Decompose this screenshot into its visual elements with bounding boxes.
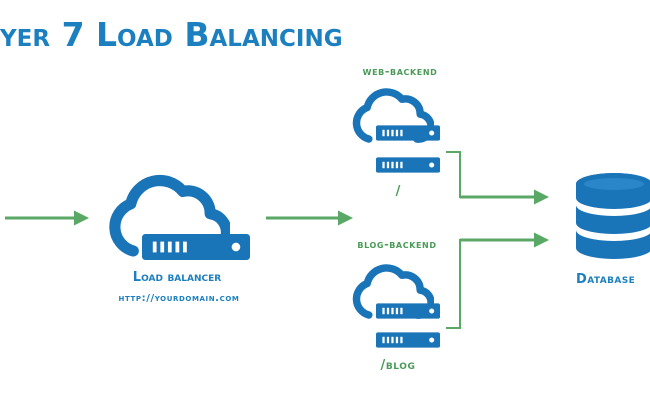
- server-icon: [376, 125, 440, 141]
- blog-backend-node: [357, 268, 440, 348]
- server-icon: [376, 303, 440, 319]
- diagram-title: yer 7 Load Balancing: [0, 15, 343, 54]
- arrows: [5, 151, 549, 329]
- server-icon: [376, 157, 440, 173]
- blog-backend-path: /blog: [380, 358, 415, 373]
- load-balancer-node: [115, 181, 250, 260]
- database-label: Database: [576, 272, 635, 287]
- connector-web-backend: [446, 151, 492, 198]
- blog-backend-label: blog-backend: [357, 238, 436, 251]
- load-balancer-url: http://yourdomain.com: [119, 293, 240, 304]
- server-icon: [142, 234, 250, 260]
- web-backend-label: web-backend: [363, 65, 438, 78]
- database-icon: [576, 173, 650, 259]
- connector-blog-backend: [446, 239, 492, 329]
- load-balancer-label: Load balancer: [133, 270, 221, 285]
- web-backend-node: [357, 92, 440, 173]
- server-icon: [376, 332, 440, 348]
- web-backend-path: /: [396, 184, 401, 199]
